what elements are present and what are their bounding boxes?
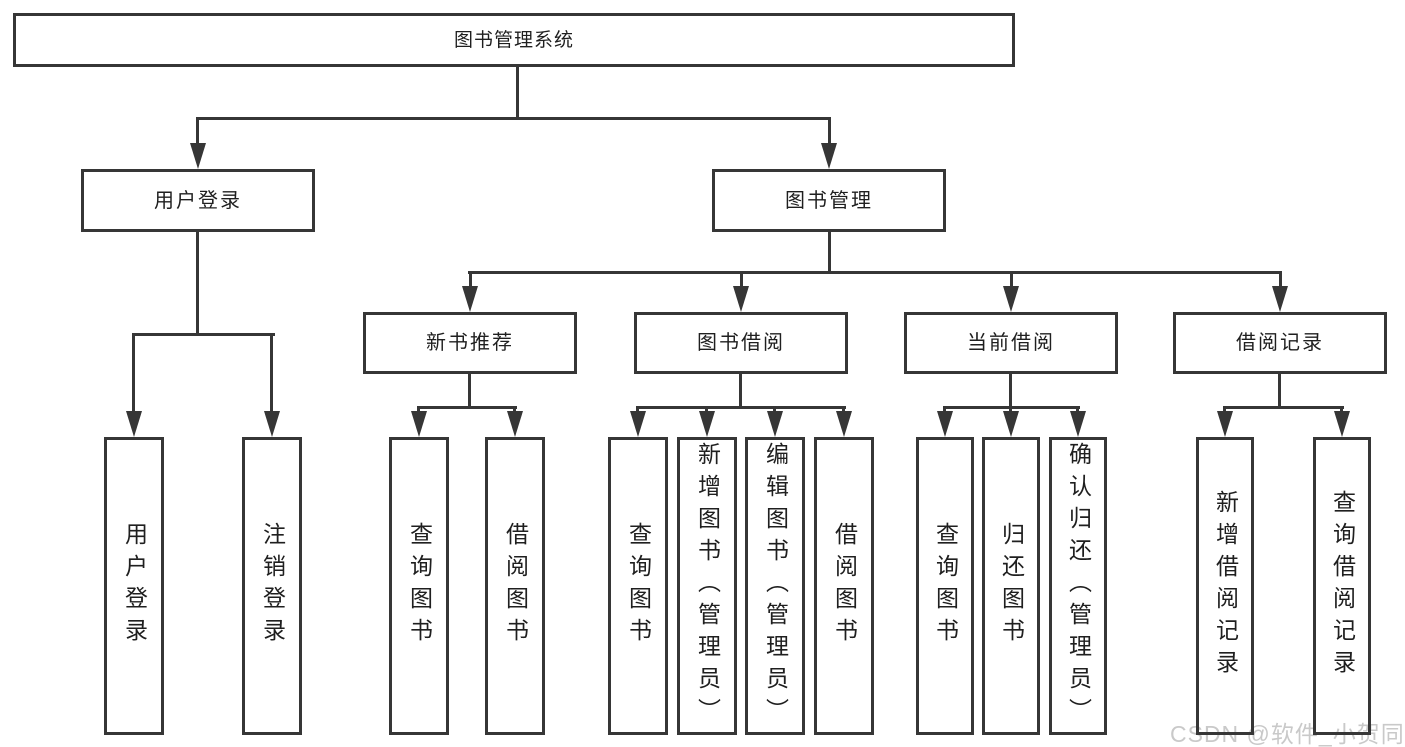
arrowhead-current-child3: [1070, 411, 1086, 437]
connector-level2-branch: [196, 117, 831, 120]
connector-borrow-branch: [636, 406, 846, 409]
arrowhead-current-child2: [1003, 411, 1019, 437]
node-user-login-label: 用户登录: [154, 189, 242, 212]
arrowhead-borrow-child2: [699, 411, 715, 437]
arrowhead-mgmt: [821, 143, 837, 169]
connector-mgmt-drop: [828, 232, 831, 274]
leaf-borrow-borrow-books: 借阅图书: [814, 437, 874, 735]
connector-mgmt-stem: [828, 117, 831, 144]
leaf-newbook-query-books: 查询图书: [389, 437, 449, 735]
connector-newbook-child2-stem: [513, 406, 516, 414]
node-book-management-label: 图书管理: [785, 189, 873, 212]
connector-records-branch: [1223, 406, 1344, 409]
connector-newbook-branch: [417, 406, 517, 409]
connector-borrow-child1-stem: [636, 406, 639, 414]
leaf-newbook-borrow-books: 借阅图书: [485, 437, 545, 735]
connector-level3-branch: [468, 271, 1282, 274]
arrowhead-borrow-child3: [767, 411, 783, 437]
connector-records-drop: [1278, 374, 1281, 408]
leaf-current-confirm-return-admin-label: 确认归还（管理员）: [1065, 442, 1092, 730]
connector-current-child2-stem: [1009, 406, 1012, 414]
leaf-borrow-add-books-admin: 新增图书（管理员）: [677, 437, 737, 735]
connector-current-child1-stem: [943, 406, 946, 414]
leaf-newbook-query-books-label: 查询图书: [406, 522, 433, 650]
connector-login-child2-stem: [270, 333, 273, 413]
leaf-borrow-add-books-admin-label: 新增图书（管理员）: [694, 442, 721, 730]
node-root-label: 图书管理系统: [453, 29, 574, 51]
connector-borrow-stem: [740, 271, 743, 289]
watermark: CSDN @软件_小贺同学: [1170, 721, 1405, 747]
arrowhead-newbook-child2: [507, 411, 523, 437]
leaf-logout: 注销登录: [242, 437, 302, 735]
node-current-borrow: 当前借阅: [904, 312, 1118, 374]
connector-borrow-drop: [739, 374, 742, 408]
node-book-borrow: 图书借阅: [634, 312, 848, 374]
leaf-borrow-query-books-label: 查询图书: [625, 522, 652, 650]
leaf-newbook-borrow-books-label: 借阅图书: [502, 522, 529, 650]
node-new-book-recommend-label: 新书推荐: [426, 332, 514, 354]
connector-current-drop: [1009, 374, 1012, 408]
leaf-user-login: 用户登录: [104, 437, 164, 735]
connector-login-stem: [196, 117, 199, 144]
leaf-borrow-query-books: 查询图书: [608, 437, 668, 735]
leaf-records-query-record-label: 查询借阅记录: [1329, 490, 1356, 682]
leaf-current-return-books-label: 归还图书: [998, 522, 1025, 650]
connector-records-child1-stem: [1223, 406, 1226, 414]
arrowhead-records-child1: [1217, 411, 1233, 437]
connector-newbook-child1-stem: [417, 406, 420, 414]
node-book-borrow-label: 图书借阅: [697, 332, 785, 354]
leaf-borrow-edit-books-admin-label: 编辑图书（管理员）: [762, 442, 789, 730]
connector-newbook-stem: [469, 271, 472, 289]
arrowhead-newbook-child1: [411, 411, 427, 437]
node-new-book-recommend: 新书推荐: [363, 312, 577, 374]
node-borrow-records: 借阅记录: [1173, 312, 1387, 374]
node-current-borrow-label: 当前借阅: [967, 332, 1055, 354]
arrowhead-current: [1003, 286, 1019, 312]
connector-records-stem: [1279, 271, 1282, 289]
node-root: 图书管理系统: [13, 13, 1015, 67]
leaf-records-add-record: 新增借阅记录: [1196, 437, 1254, 735]
arrowhead-borrow-child1: [630, 411, 646, 437]
arrowhead-current-child1: [937, 411, 953, 437]
connector-newbook-drop: [468, 374, 471, 408]
leaf-logout-label: 注销登录: [259, 522, 286, 650]
connector-current-stem: [1010, 271, 1013, 289]
arrowhead-login-child2: [264, 411, 280, 437]
connector-records-child2-stem: [1340, 406, 1343, 414]
connector-login-drop: [196, 232, 199, 336]
leaf-user-login-label: 用户登录: [121, 522, 148, 650]
arrowhead-records: [1272, 286, 1288, 312]
connector-borrow-child4-stem: [842, 406, 845, 414]
leaf-current-query-books: 查询图书: [916, 437, 974, 735]
connector-login-branch: [132, 333, 275, 336]
connector-borrow-child2-stem: [705, 406, 708, 414]
leaf-records-query-record: 查询借阅记录: [1313, 437, 1371, 735]
arrowhead-login-child1: [126, 411, 142, 437]
node-borrow-records-label: 借阅记录: [1236, 332, 1324, 354]
connector-current-child3-stem: [1076, 406, 1079, 414]
connector-login-child1-stem: [132, 333, 135, 413]
leaf-current-confirm-return-admin: 确认归还（管理员）: [1049, 437, 1107, 735]
arrowhead-records-child2: [1334, 411, 1350, 437]
node-user-login: 用户登录: [81, 169, 315, 232]
leaf-current-return-books: 归还图书: [982, 437, 1040, 735]
connector-root-drop: [516, 67, 519, 118]
arrowhead-borrow: [733, 286, 749, 312]
leaf-borrow-edit-books-admin: 编辑图书（管理员）: [745, 437, 805, 735]
node-book-management: 图书管理: [712, 169, 946, 232]
arrowhead-borrow-child4: [836, 411, 852, 437]
leaf-records-add-record-label: 新增借阅记录: [1212, 490, 1239, 682]
leaf-current-query-books-label: 查询图书: [932, 522, 959, 650]
leaf-borrow-borrow-books-label: 借阅图书: [831, 522, 858, 650]
connector-borrow-child3-stem: [773, 406, 776, 414]
arrowhead-login: [190, 143, 206, 169]
arrowhead-newbook: [462, 286, 478, 312]
